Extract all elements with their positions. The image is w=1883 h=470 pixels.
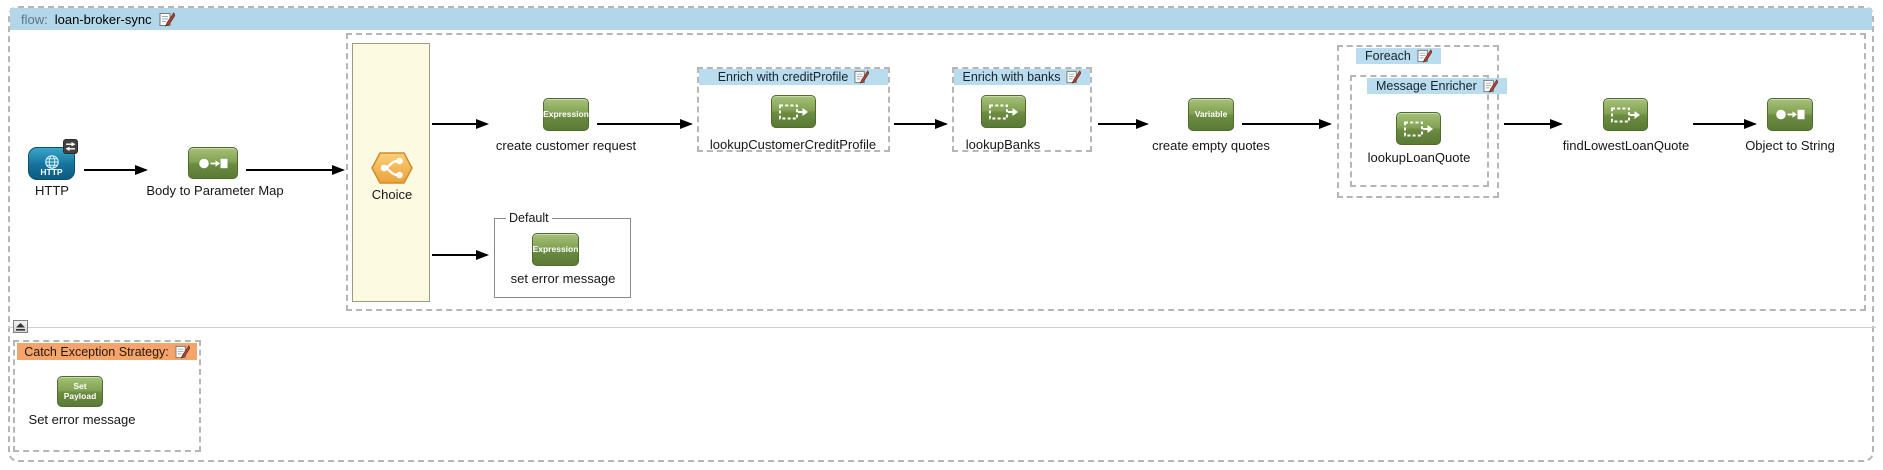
enrich-credit-profile-title: Enrich with creditProfile [717,70,849,84]
connector-arrow [1504,118,1563,129]
flow-prefix-label: flow: [21,11,48,27]
object-to-string-label: Object to String [1745,138,1835,153]
catch-exception-strategy-title: Catch Exception Strategy: [24,344,169,359]
flow-ref-icon [988,104,1018,119]
connector-arrow [432,249,489,260]
body-to-parameter-map-node[interactable] [188,147,238,179]
create-empty-quotes-label: create empty quotes [1152,138,1270,153]
create-empty-quotes-node[interactable]: Variable [1188,98,1234,131]
http-icon-caption: HTTP [40,166,63,177]
body-to-parameter-map-label: Body to Parameter Map [146,183,284,198]
expression-icon: Expression [543,108,589,119]
transformer-icon [198,158,227,168]
connector-arrow [597,118,693,129]
collapse-arrow-icon [16,322,25,331]
create-customer-request-label: create customer request [495,138,637,153]
lookup-loan-quote-label: lookupLoanQuote [1367,150,1471,165]
lookup-customer-credit-profile-node[interactable] [771,95,816,128]
edit-icon[interactable] [159,11,175,27]
flow-ref-icon [1610,107,1640,122]
connector-arrow [84,164,148,175]
connector-arrow [1098,118,1149,129]
enrich-credit-profile-scope-box[interactable] [697,67,890,152]
catch-set-error-message-label: Set error message [28,412,136,427]
flow-container-border[interactable] [8,6,1874,462]
expression-icon: Expression [532,243,579,254]
set-payload-node[interactable]: Set Payload [57,376,103,407]
http-node-label: HTTP [35,183,69,198]
catch-exception-strategy-header[interactable]: Catch Exception Strategy: [17,343,197,360]
bidirectional-exchange-badge-icon [63,139,78,154]
lookup-loan-quote-node[interactable] [1396,112,1441,145]
transformer-icon [1775,109,1804,120]
catch-exception-strategy-box[interactable] [13,340,201,452]
edit-icon[interactable] [854,70,870,84]
set-error-message-label: set error message [510,271,616,286]
foreach-title: Foreach [1365,49,1411,63]
set-error-message-expression-node[interactable]: Expression [532,233,579,266]
message-enricher-title: Message Enricher [1376,79,1477,93]
flow-title-bar[interactable]: flow: loan-broker-sync [10,8,1872,30]
foreach-header[interactable]: Foreach [1356,48,1441,64]
choice-label: Choice [371,187,413,202]
message-enricher-scope-box[interactable] [1350,75,1489,187]
connector-arrow [1693,118,1757,129]
flow-ref-icon [1403,121,1433,136]
foreach-scope-box[interactable] [1337,45,1499,198]
connector-arrow [246,164,345,175]
lookup-customer-credit-profile-label: lookupCustomerCreditProfile [709,137,877,152]
flow-name-label: loan-broker-sync [54,11,152,27]
globe-icon [44,154,59,169]
create-customer-request-node[interactable]: Expression [543,98,589,131]
message-enricher-header[interactable]: Message Enricher [1367,78,1507,94]
enrich-credit-profile-header[interactable]: Enrich with creditProfile [699,69,888,85]
default-branch-legend: Default [506,211,552,225]
choice-scope-box[interactable] [346,33,1866,311]
variable-icon: Variable [1194,108,1228,119]
edit-icon[interactable] [1066,70,1082,84]
choice-node[interactable]: Choice [352,43,430,302]
set-payload-icon: Set Payload [63,381,97,401]
flow-ref-icon [778,104,808,119]
collapse-section-button[interactable] [13,320,28,333]
connector-arrow [894,118,948,129]
enrich-banks-title: Enrich with banks [962,70,1061,84]
edit-icon[interactable] [1483,79,1498,93]
edit-icon[interactable] [175,344,190,359]
enrich-banks-scope-box[interactable] [952,67,1092,152]
edit-icon[interactable] [1417,49,1432,63]
lookup-banks-label: lookupBanks [965,137,1041,152]
object-to-string-node[interactable] [1767,98,1813,131]
connector-arrow [432,118,489,129]
error-handling-separator [8,327,1876,328]
enrich-banks-header[interactable]: Enrich with banks [954,69,1090,85]
find-lowest-loan-quote-node[interactable] [1603,98,1648,131]
default-branch-group[interactable] [494,218,631,298]
connector-arrow [1242,118,1332,129]
find-lowest-loan-quote-label: findLowestLoanQuote [1562,138,1690,153]
lookup-banks-node[interactable] [981,95,1026,128]
choice-icon [371,152,413,184]
